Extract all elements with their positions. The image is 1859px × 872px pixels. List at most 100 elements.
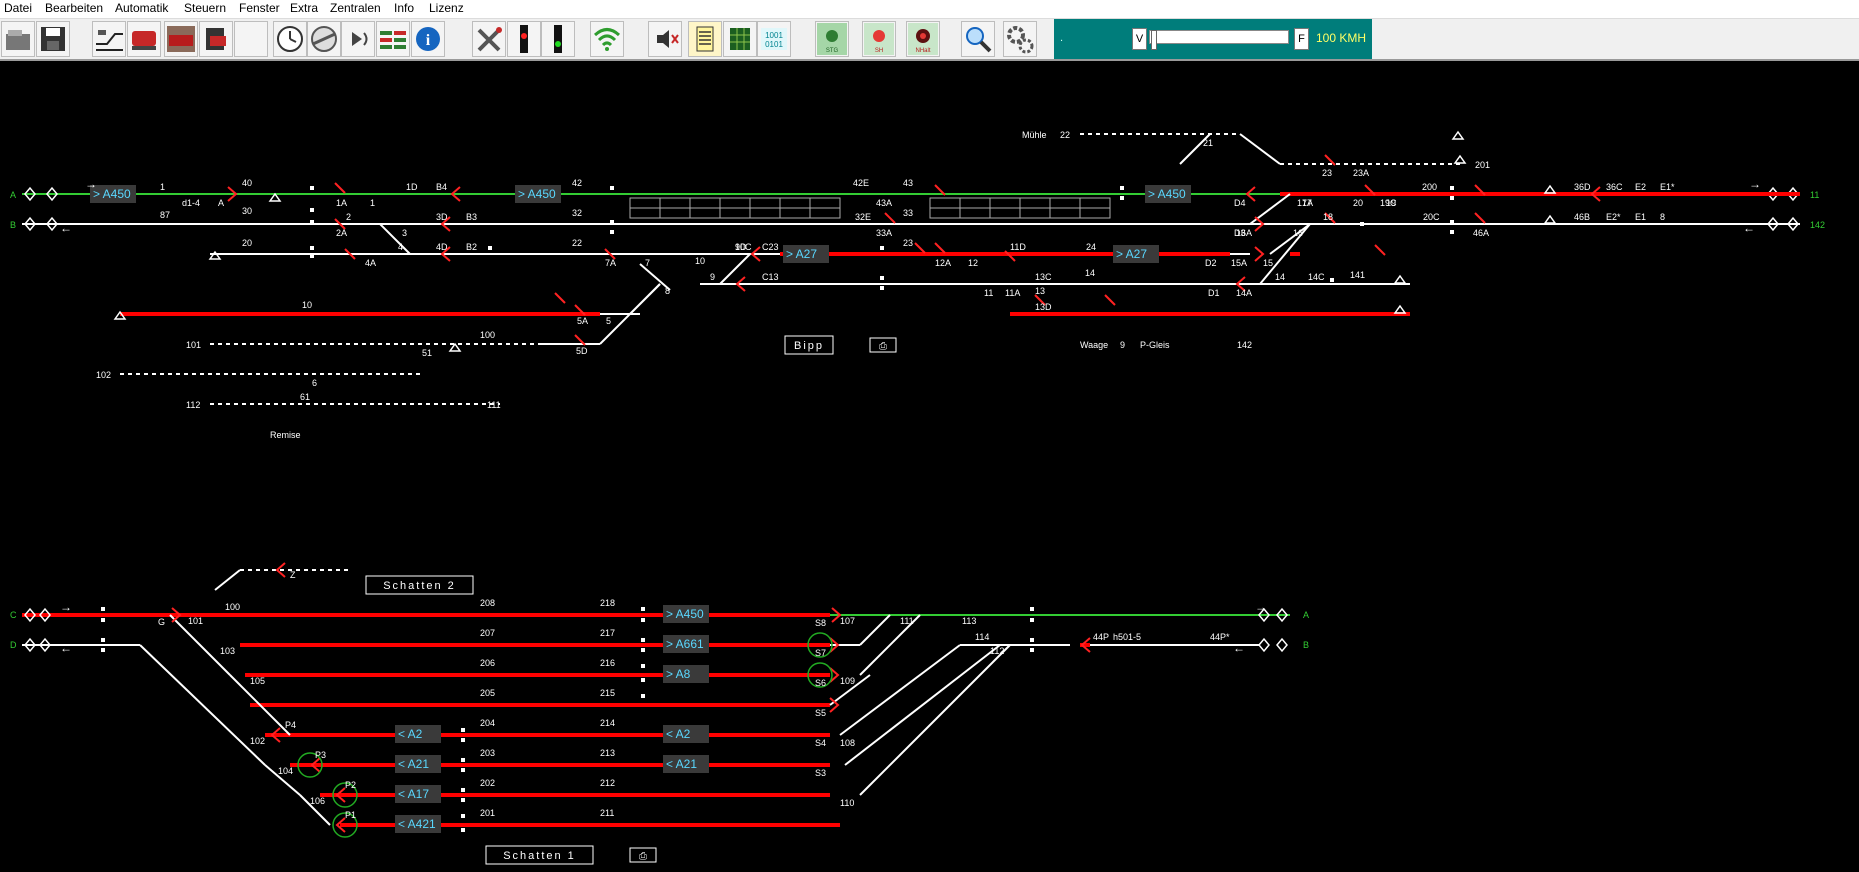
nhalt-button[interactable]: NHalt — [906, 21, 940, 57]
switch-icon[interactable] — [334, 218, 346, 230]
v-button[interactable]: V — [1132, 28, 1147, 50]
block-table-button[interactable] — [688, 21, 722, 57]
signal-icon[interactable] — [335, 787, 346, 803]
signal-icon[interactable] — [829, 697, 840, 713]
menu-lizenz[interactable]: Lizenz — [429, 1, 464, 15]
open-button[interactable] — [1, 21, 35, 57]
train-label-box[interactable] — [1113, 245, 1159, 263]
stg-button[interactable]: STG — [815, 21, 849, 57]
switch-icon[interactable] — [1364, 184, 1376, 196]
printer-icon[interactable] — [629, 847, 657, 863]
switch-icon[interactable] — [934, 242, 946, 254]
switch-icon[interactable] — [334, 182, 346, 194]
signal-icon[interactable] — [310, 757, 321, 773]
track-label: 201 — [1475, 160, 1490, 170]
switch-icon[interactable] — [1474, 212, 1486, 224]
train-list-button[interactable] — [199, 21, 233, 57]
signal-icon[interactable] — [831, 607, 842, 623]
menu-zentralen[interactable]: Zentralen — [330, 1, 381, 15]
signal-icon[interactable] — [335, 817, 346, 833]
signal-box-button[interactable] — [376, 21, 410, 57]
switch-icon[interactable] — [554, 292, 566, 304]
switch-icon[interactable] — [934, 184, 946, 196]
track-label: 14C — [1308, 272, 1325, 282]
printer-icon[interactable] — [869, 337, 897, 353]
train-label-box[interactable] — [663, 755, 709, 773]
menu-bearbeiten[interactable]: Bearbeiten — [45, 1, 104, 15]
train-photo-button[interactable] — [164, 21, 198, 57]
menu-steuern[interactable]: Steuern — [184, 1, 227, 15]
track-label: 111 — [900, 616, 914, 626]
platform-cell — [989, 207, 1021, 219]
switch-icon[interactable] — [1474, 184, 1486, 196]
train-label-box[interactable] — [663, 725, 709, 743]
grid-button[interactable] — [723, 21, 757, 57]
signal-icon[interactable] — [1245, 186, 1256, 202]
switch-icon[interactable] — [1004, 250, 1016, 262]
track-editor-button[interactable] — [92, 21, 126, 57]
train-label-box[interactable] — [395, 785, 441, 803]
train-label-box[interactable] — [663, 635, 709, 653]
clock-button[interactable] — [273, 21, 307, 57]
menu-datei[interactable]: Datei — [4, 1, 33, 15]
info-button[interactable]: i — [411, 21, 445, 57]
signal-icon[interactable] — [735, 276, 746, 292]
signal-icon[interactable] — [275, 562, 286, 578]
signal-icon[interactable] — [270, 727, 281, 743]
switch-icon[interactable] — [1324, 212, 1336, 224]
signal-icon[interactable] — [1590, 186, 1601, 202]
train-label-box[interactable] — [663, 665, 709, 683]
train-label-box[interactable] — [395, 725, 441, 743]
turntable-button[interactable] — [307, 21, 341, 57]
train-label-box[interactable] — [515, 185, 561, 203]
sound-button[interactable] — [341, 21, 375, 57]
train-label-box[interactable] — [395, 815, 441, 833]
train-label-box[interactable] — [783, 245, 829, 263]
menu-extra[interactable]: Extra — [290, 1, 319, 15]
speed-slider-knob[interactable] — [1151, 30, 1157, 50]
switch-icon[interactable] — [574, 334, 586, 346]
signal-icon[interactable] — [171, 607, 182, 623]
signal-icon[interactable] — [829, 667, 840, 683]
train-label-box[interactable] — [90, 185, 136, 203]
sh-button[interactable]: SH — [862, 21, 896, 57]
train-label-box[interactable] — [1145, 185, 1191, 203]
signal-icon[interactable] — [450, 186, 461, 202]
speed-slider[interactable] — [1149, 30, 1289, 44]
menu-info[interactable]: Info — [394, 1, 415, 15]
switch-icon[interactable] — [1324, 154, 1336, 166]
locomotive-button[interactable] — [127, 21, 161, 57]
switch-icon[interactable] — [574, 304, 586, 316]
signal-icon[interactable] — [750, 246, 761, 262]
switch-icon[interactable] — [884, 212, 896, 224]
wifi-button[interactable] — [590, 21, 624, 57]
switch-icon[interactable] — [604, 248, 616, 260]
signal-icon[interactable] — [440, 246, 451, 262]
signal-icon[interactable] — [1235, 276, 1246, 292]
menu-fenster[interactable]: Fenster — [239, 1, 280, 15]
tools-button[interactable] — [472, 21, 506, 57]
switch-icon[interactable] — [1034, 294, 1046, 306]
mute-button[interactable] — [648, 21, 682, 57]
train-label-box[interactable] — [663, 605, 709, 623]
switch-icon[interactable] — [1104, 294, 1116, 306]
signal-icon[interactable] — [829, 637, 840, 653]
search-button[interactable] — [961, 21, 995, 57]
signal-green-button[interactable] — [541, 21, 575, 57]
switch-icon[interactable] — [344, 248, 356, 260]
signal-icon[interactable] — [1080, 637, 1091, 653]
blank-button[interactable] — [234, 21, 268, 57]
train-label-box[interactable] — [395, 755, 441, 773]
signal-icon[interactable] — [227, 186, 238, 202]
switch-icon[interactable] — [1374, 244, 1386, 256]
menu-automatik[interactable]: Automatik — [115, 1, 169, 15]
signal-icon[interactable] — [440, 216, 451, 232]
settings-button[interactable] — [1003, 21, 1037, 57]
signal-red-button[interactable] — [507, 21, 541, 57]
signal-icon[interactable] — [1254, 246, 1265, 262]
f-button[interactable]: F — [1294, 28, 1309, 50]
signal-icon[interactable] — [1254, 216, 1265, 232]
save-button[interactable] — [36, 21, 70, 57]
switch-icon[interactable] — [914, 242, 926, 254]
